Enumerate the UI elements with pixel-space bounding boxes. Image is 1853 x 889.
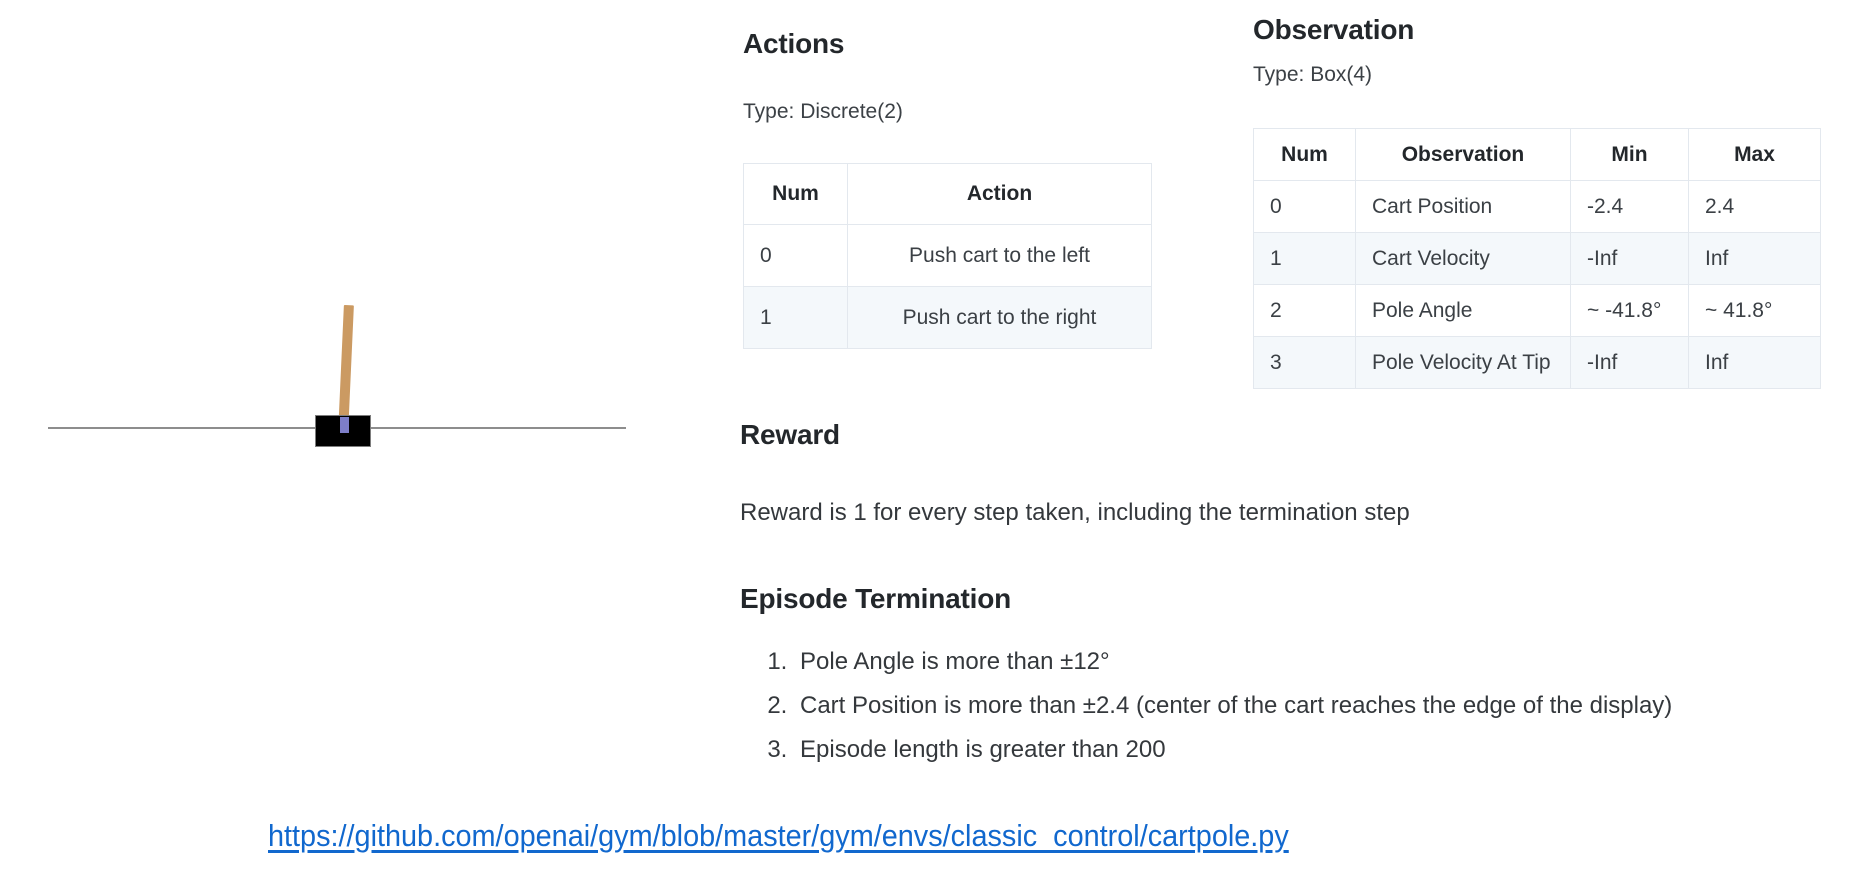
episode-termination-list: Pole Angle is more than ±12° Cart Positi… [762, 648, 1672, 780]
list-item: Episode length is greater than 200 [794, 736, 1672, 764]
cell-max: Inf [1688, 232, 1821, 285]
column-header-min: Min [1570, 128, 1689, 181]
cell-num: 2 [1253, 284, 1356, 337]
cell-num: 0 [743, 224, 848, 287]
cartpole-illustration [0, 270, 700, 470]
table-row: 0 Cart Position -2.4 2.4 [1253, 180, 1821, 233]
actions-table: Num Action 0 Push cart to the left 1 Pus… [743, 163, 1152, 349]
table-row: 2 Pole Angle ~ -41.8° ~ 41.8° [1253, 284, 1821, 337]
list-item: Cart Position is more than ±2.4 (center … [794, 692, 1672, 720]
cell-action: Push cart to the right [847, 286, 1152, 349]
column-header-action: Action [847, 163, 1152, 225]
cell-max: ~ 41.8° [1688, 284, 1821, 337]
cell-observation: Cart Velocity [1355, 232, 1571, 285]
cell-action: Push cart to the left [847, 224, 1152, 287]
table-row: 1 Cart Velocity -Inf Inf [1253, 232, 1821, 285]
actions-heading: Actions [743, 28, 845, 59]
cell-observation: Pole Velocity At Tip [1355, 336, 1571, 389]
cell-num: 1 [743, 286, 848, 349]
actions-type-line: Type: Discrete(2) [743, 100, 903, 123]
reward-text: Reward is 1 for every step taken, includ… [740, 499, 1410, 526]
axle-icon [340, 417, 349, 433]
reward-heading: Reward [740, 419, 840, 450]
cell-min: ~ -41.8° [1570, 284, 1689, 337]
observation-type-line: Type: Box(4) [1253, 63, 1373, 86]
cell-observation: Pole Angle [1355, 284, 1571, 337]
cell-observation: Cart Position [1355, 180, 1571, 233]
column-header-num: Num [1253, 128, 1356, 181]
cell-min: -2.4 [1570, 180, 1689, 233]
column-header-num: Num [743, 163, 848, 225]
cell-num: 3 [1253, 336, 1356, 389]
column-header-observation: Observation [1355, 128, 1571, 181]
cell-max: Inf [1688, 336, 1821, 389]
list-item: Pole Angle is more than ±12° [794, 648, 1672, 676]
table-header-row: Num Action [743, 163, 1152, 225]
table-row: 0 Push cart to the left [743, 224, 1152, 287]
observation-table: Num Observation Min Max 0 Cart Position … [1253, 128, 1821, 389]
cell-max: 2.4 [1688, 180, 1821, 233]
table-header-row: Num Observation Min Max [1253, 128, 1821, 181]
observation-heading: Observation [1253, 14, 1415, 45]
column-header-max: Max [1688, 128, 1821, 181]
cell-num: 0 [1253, 180, 1356, 233]
table-row: 1 Push cart to the right [743, 286, 1152, 349]
table-row: 3 Pole Velocity At Tip -Inf Inf [1253, 336, 1821, 389]
episode-termination-heading: Episode Termination [740, 583, 1012, 614]
cell-num: 1 [1253, 232, 1356, 285]
cell-min: -Inf [1570, 232, 1689, 285]
source-url-link[interactable]: https://github.com/openai/gym/blob/maste… [268, 818, 1289, 853]
cell-min: -Inf [1570, 336, 1689, 389]
